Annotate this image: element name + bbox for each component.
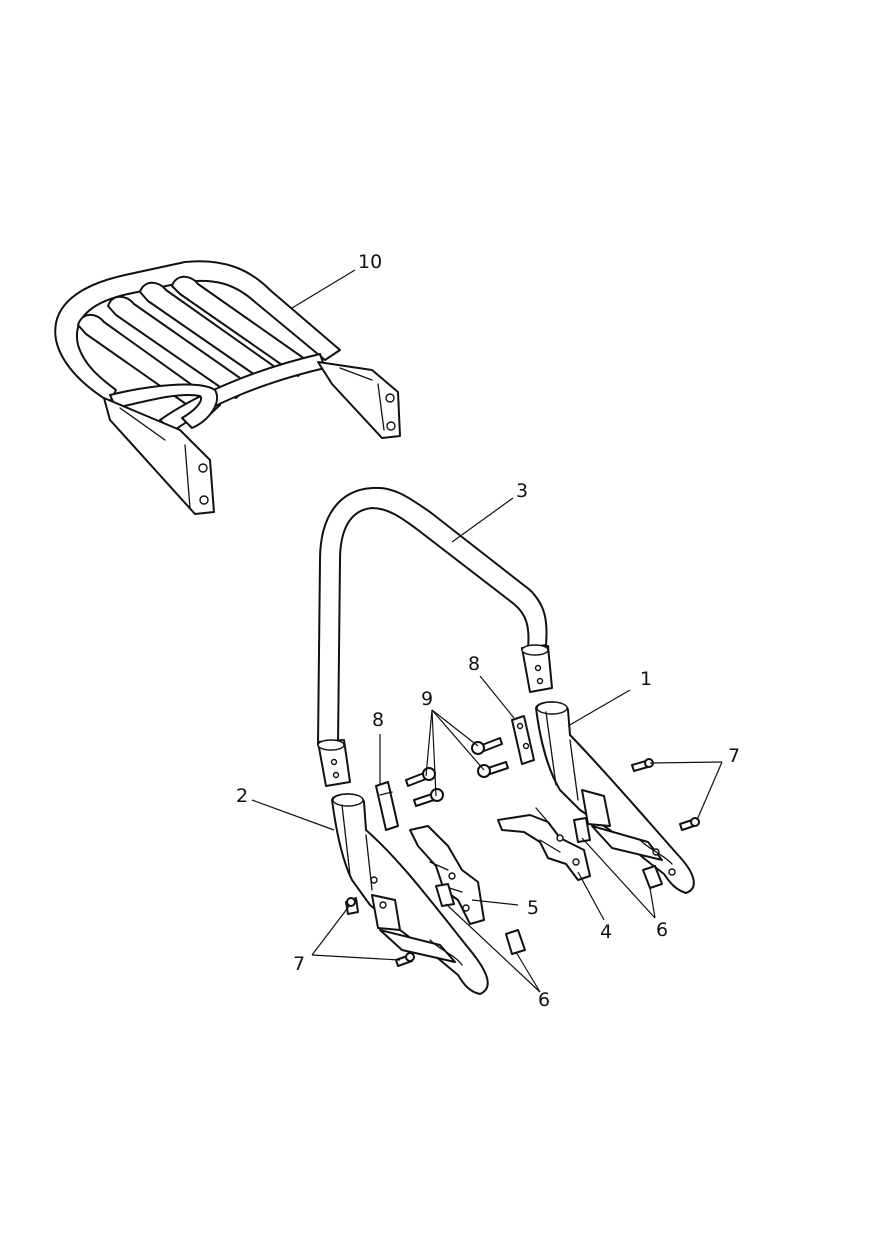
callout-2: 2 [236, 785, 248, 807]
callout-9: 9 [421, 688, 433, 710]
left-side-bracket [331, 793, 489, 995]
callout-6-bottom: 6 [538, 989, 550, 1011]
bolts-9 [405, 737, 509, 807]
luggage-rack [54, 260, 401, 515]
callout-4: 4 [600, 921, 612, 943]
leader-lines [251, 269, 723, 993]
right-side-bracket [535, 701, 695, 894]
callout-3: 3 [516, 480, 528, 502]
callout-7-left: 7 [293, 953, 305, 975]
right-mounting-plate [497, 807, 591, 881]
callout-6-right: 6 [656, 919, 668, 941]
callout-8-left: 8 [372, 709, 384, 731]
backrest-hoop [317, 486, 553, 787]
callout-7-right: 7 [728, 745, 740, 767]
clamp-plates [375, 715, 535, 831]
callout-8-right: 8 [468, 653, 480, 675]
callout-5: 5 [527, 897, 539, 919]
callout-10: 10 [358, 251, 382, 273]
callout-labels: 10 3 1 2 8 8 9 7 7 5 4 6 6 [236, 251, 740, 1011]
callout-1: 1 [640, 668, 652, 690]
spacer-blocks [435, 817, 663, 955]
